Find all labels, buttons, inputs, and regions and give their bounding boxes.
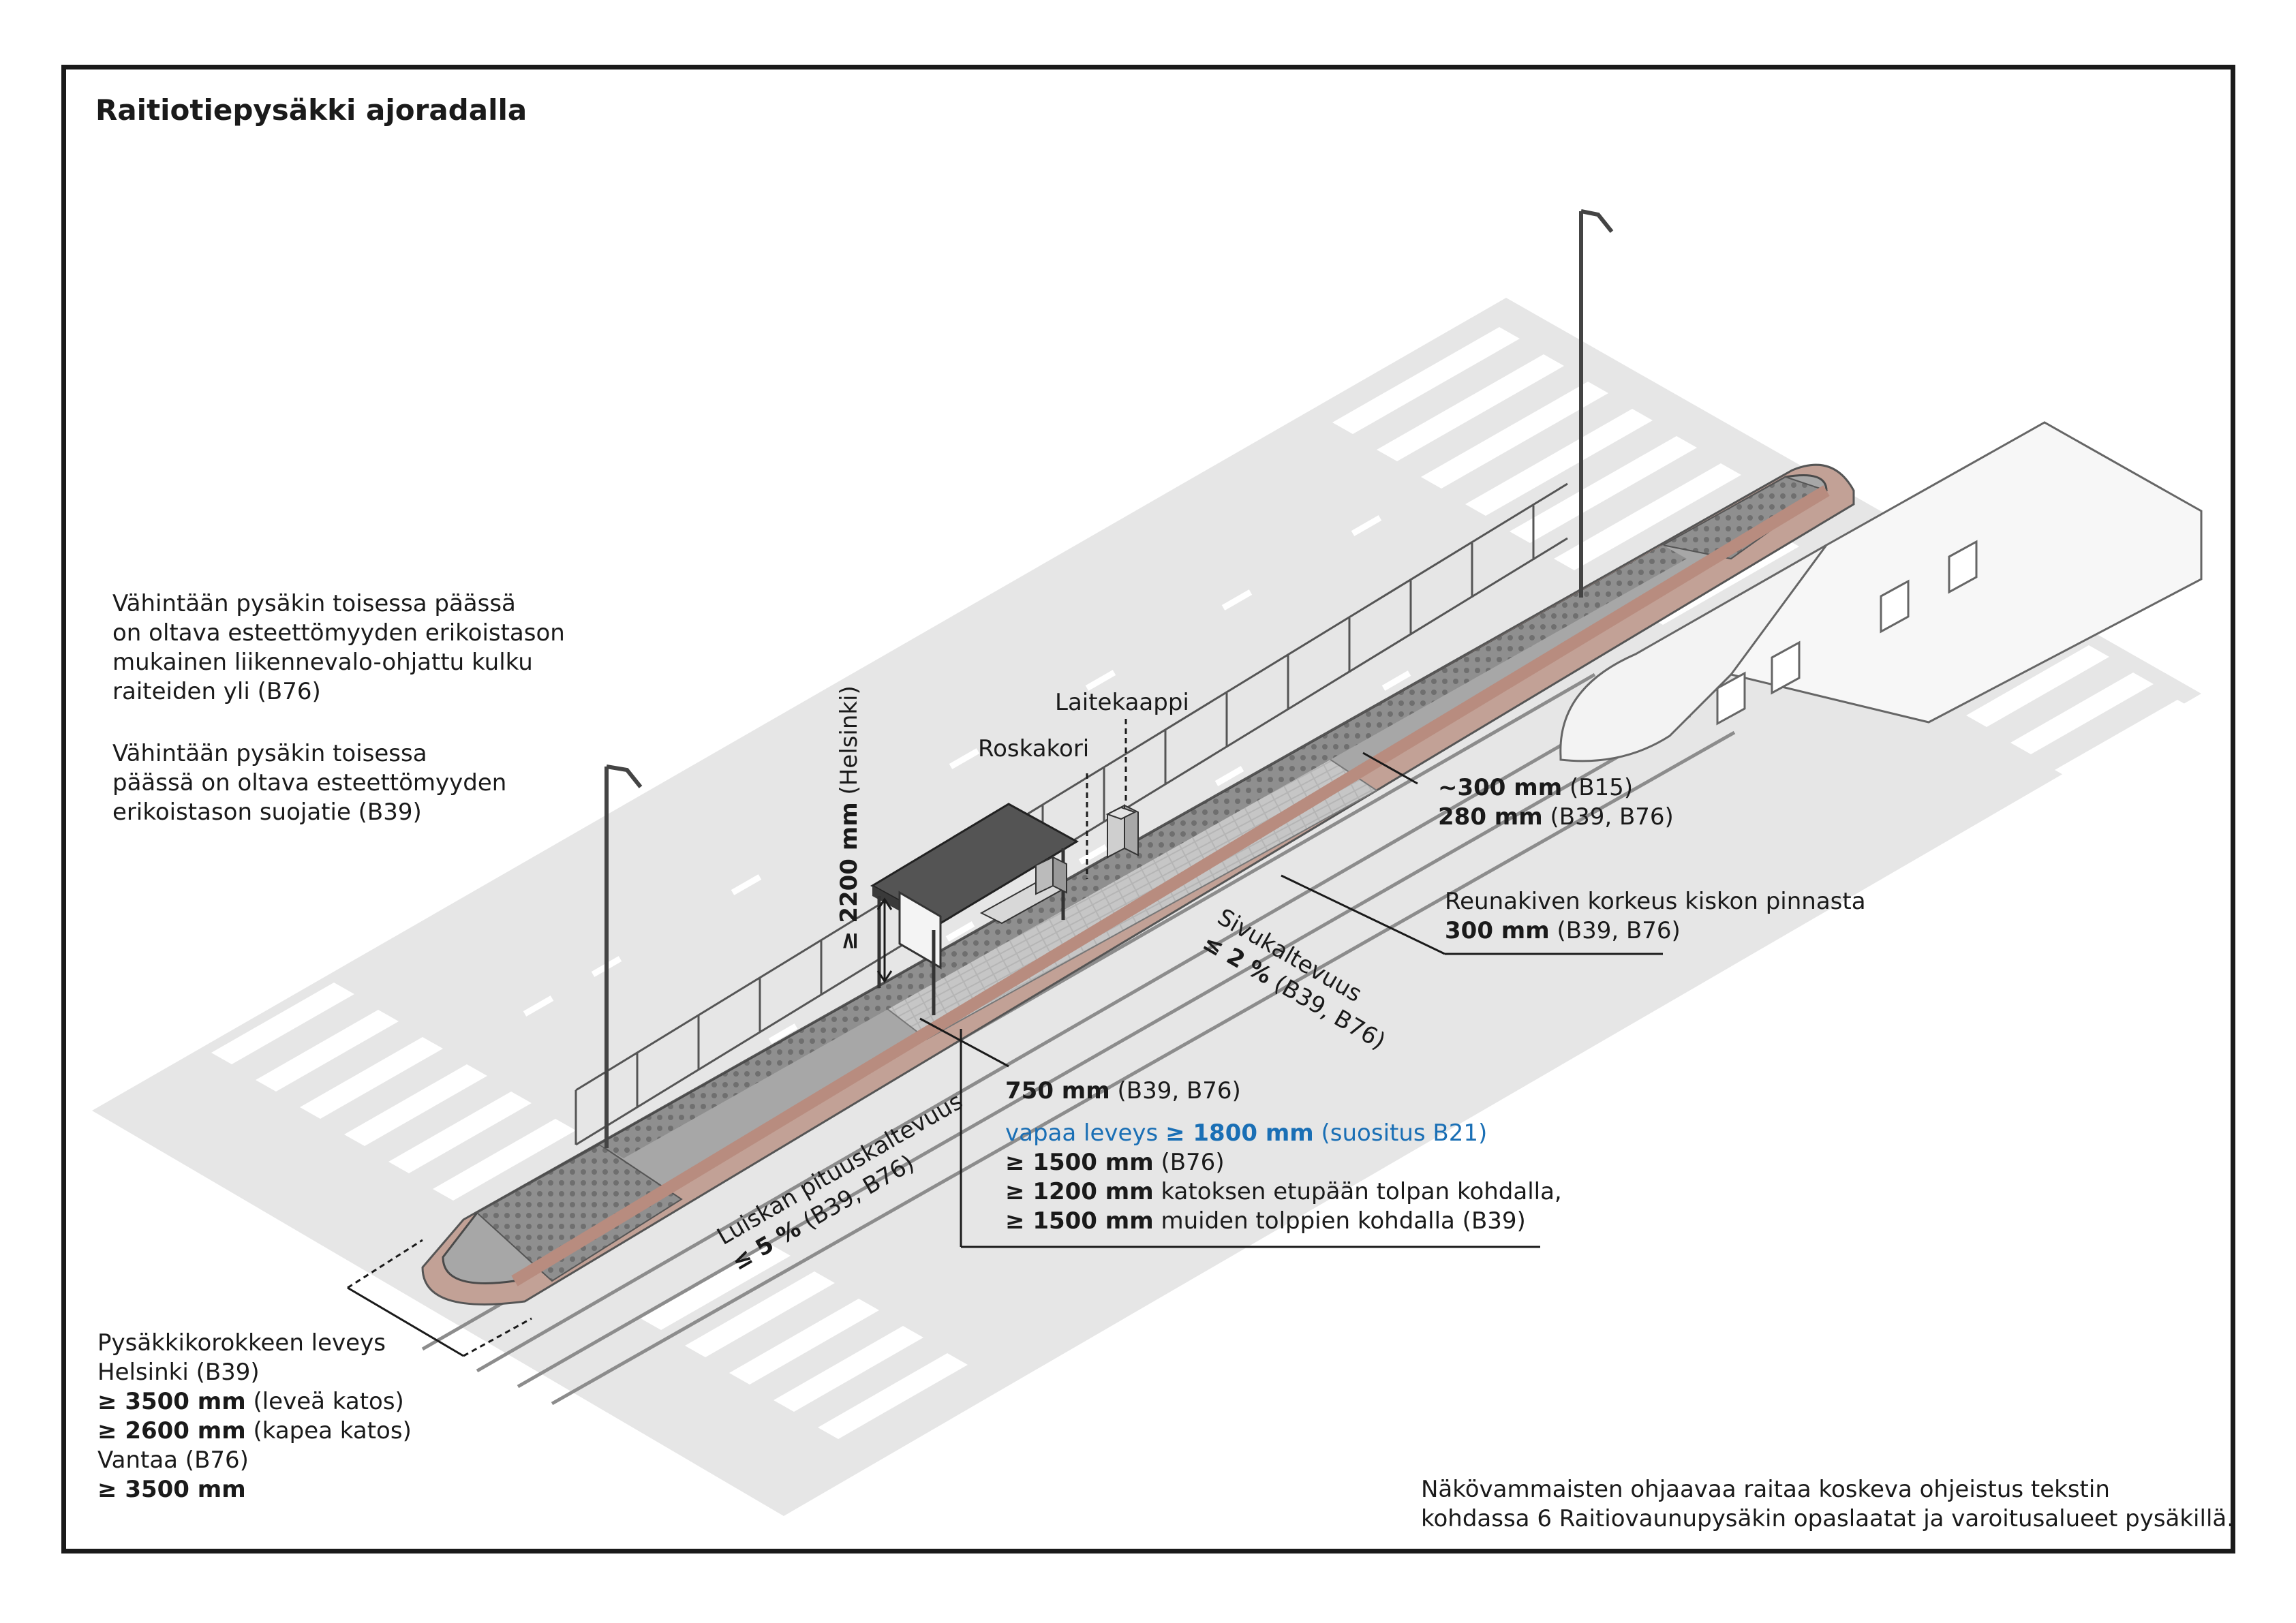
waste-bin xyxy=(1035,856,1067,895)
gap-dimension-label: ~300 mm (B15) 280 mm (B39, B76) xyxy=(1438,773,1674,832)
platform-width-line-2: ≥ 2600 mm (kapea katos) xyxy=(97,1417,412,1446)
platform-width-r3-value: ≥ 3500 mm xyxy=(97,1476,246,1503)
platform-width-city-2: Vantaa (B76) xyxy=(97,1447,249,1474)
gap-line-1: ~300 mm (B15) xyxy=(1438,773,1674,803)
note-signal-crossing: Vähintään pysäkin toisessa päässä on olt… xyxy=(112,589,565,707)
free-width-line-1: ≥ 1500 mm (B76) xyxy=(1005,1148,1562,1177)
free-width-r3-value: ≥ 1500 mm xyxy=(1005,1207,1154,1235)
free-width-prefix: vapaa leveys xyxy=(1005,1119,1166,1147)
note-line: on oltava esteettömyyden erikoistason xyxy=(112,619,565,647)
note-line: mukainen liikennevalo-ohjattu kulku xyxy=(112,649,533,676)
free-width-recommendation: vapaa leveys ≥ 1800 mm (suositus B21) xyxy=(1005,1119,1562,1148)
gap-line-2: 280 mm (B39, B76) xyxy=(1438,803,1674,832)
platform-width-heading: Pysäkkikorokkeen leveys xyxy=(97,1329,386,1357)
gap-ref-2: (B39, B76) xyxy=(1542,803,1674,831)
platform-width-city-1: Helsinki (B39) xyxy=(97,1359,260,1386)
note-line: Vähintään pysäkin toisessa päässä xyxy=(112,590,516,617)
footnote-line: kohdassa 6 Raitiovaunupysäkin opaslaatat… xyxy=(1421,1505,2235,1532)
height-note: (Helsinki) xyxy=(836,685,863,795)
note-line: raiteiden yli (B76) xyxy=(112,678,321,705)
note-line: päässä on oltava esteettömyyden xyxy=(112,769,507,797)
tram xyxy=(1559,421,2203,762)
footnote-line: Näkövammaisten ohjaavaa raitaa koskeva o… xyxy=(1421,1476,2110,1503)
footnote: Näkövammaisten ohjaavaa raitaa koskeva o… xyxy=(1421,1475,2234,1534)
page-title: Raitiotiepysäkki ajoradalla xyxy=(95,93,527,127)
diagram-frame xyxy=(61,65,2235,1554)
light-pole-right xyxy=(1579,209,1614,598)
crosswalk-bottom xyxy=(211,983,968,1439)
equipment-cabinet xyxy=(1105,804,1139,859)
platform-width-r1-text: (leveä katos) xyxy=(245,1388,404,1415)
free-width-r3-text: muiden tolppien kohdalla (B39) xyxy=(1153,1207,1526,1235)
tactile-guide-strip xyxy=(600,545,1687,1158)
note-line: Vähintään pysäkin toisessa xyxy=(112,740,427,767)
platform-width-line-1: ≥ 3500 mm (leveä katos) xyxy=(97,1387,412,1417)
curb-line-1: Reunakiven korkeus kiskon pinnasta xyxy=(1445,888,1866,915)
dimension-lines xyxy=(347,719,1663,1357)
free-width-r1-value: ≥ 1500 mm xyxy=(1005,1149,1154,1176)
label-waste-bin: Roskakori xyxy=(978,735,1090,762)
free-width-r1-text: (B76) xyxy=(1153,1149,1225,1176)
free-width-r2-text: katoksen etupään tolpan kohdalla, xyxy=(1153,1178,1562,1205)
gap-value-1: ~300 mm xyxy=(1438,774,1563,801)
light-pole-left xyxy=(604,764,643,1148)
label-equipment-cabinet: Laitekaappi xyxy=(1055,689,1189,716)
shelter-height-label: ≥ 2200 mm (Helsinki) xyxy=(835,685,864,950)
edge-distance-label: 750 mm (B39, B76) xyxy=(1005,1077,1241,1106)
free-width-r2-value: ≥ 1200 mm xyxy=(1005,1178,1154,1205)
curb-height-label: Reunakiven korkeus kiskon pinnasta 300 m… xyxy=(1445,887,1866,946)
platform-edge-curb xyxy=(511,485,1830,1286)
lane-markings xyxy=(523,515,1411,1044)
free-width-label: vapaa leveys ≥ 1800 mm (suositus B21) ≥ … xyxy=(1005,1119,1562,1236)
free-width-value: ≥ 1800 mm xyxy=(1165,1119,1314,1147)
free-width-line-3: ≥ 1500 mm muiden tolppien kohdalla (B39) xyxy=(1005,1207,1562,1236)
height-value: ≥ 2200 mm xyxy=(836,802,863,950)
free-width-suffix: (suositus B21) xyxy=(1313,1119,1488,1147)
gap-ref-1: (B15) xyxy=(1562,774,1634,801)
gap-value-2: 280 mm xyxy=(1438,803,1543,831)
note-zebra-crossing: Vähintään pysäkin toisessa päässä on olt… xyxy=(112,739,506,827)
platform-width-r1-value: ≥ 3500 mm xyxy=(97,1388,246,1415)
platform-width-r2-text: (kapea katos) xyxy=(245,1417,412,1444)
note-line: erikoistason suojatie (B39) xyxy=(112,799,422,826)
curb-ref: (B39, B76) xyxy=(1549,917,1681,944)
curb-value: 300 mm xyxy=(1445,917,1550,944)
tactile-warning-end-left xyxy=(476,1143,683,1282)
edge-value: 750 mm xyxy=(1005,1077,1110,1104)
platform-width-label: Pysäkkikorokkeen leveys Helsinki (B39) ≥… xyxy=(97,1329,412,1504)
platform-width-r2-value: ≥ 2600 mm xyxy=(97,1417,246,1444)
edge-ref: (B39, B76) xyxy=(1109,1077,1241,1104)
curb-line-2: 300 mm (B39, B76) xyxy=(1445,916,1866,946)
free-width-line-2: ≥ 1200 mm katoksen etupään tolpan kohdal… xyxy=(1005,1177,1562,1207)
